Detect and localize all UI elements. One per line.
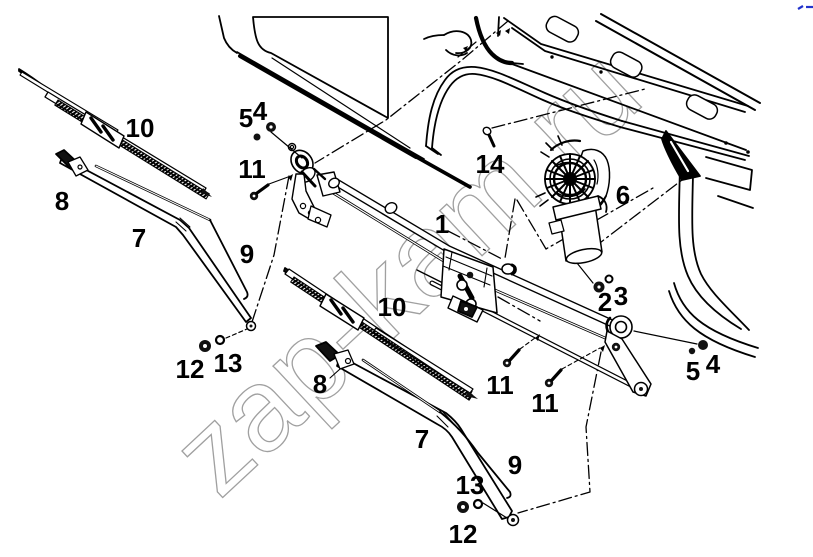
svg-text:14: 14 [476, 149, 505, 179]
svg-text:9: 9 [508, 450, 522, 480]
svg-text:5: 5 [239, 103, 253, 133]
svg-text:4: 4 [706, 349, 721, 379]
svg-text:2: 2 [598, 287, 612, 317]
svg-text:1: 1 [435, 209, 449, 239]
svg-text:13: 13 [456, 470, 485, 500]
svg-text:6: 6 [616, 180, 630, 210]
svg-text:7: 7 [132, 223, 146, 253]
svg-text:13: 13 [214, 348, 243, 378]
svg-text:12: 12 [449, 519, 478, 549]
svg-text:8: 8 [313, 369, 327, 399]
svg-text:7: 7 [415, 424, 429, 454]
svg-text:11: 11 [531, 388, 559, 418]
svg-text:3: 3 [614, 281, 628, 311]
svg-text:9: 9 [240, 239, 254, 269]
svg-text:11: 11 [486, 370, 514, 400]
svg-text:10: 10 [378, 292, 407, 322]
svg-text:5: 5 [686, 356, 700, 386]
svg-text:4: 4 [253, 96, 268, 126]
svg-text:11: 11 [238, 154, 266, 184]
svg-text:12: 12 [176, 354, 205, 384]
svg-text:8: 8 [55, 186, 69, 216]
svg-text:10: 10 [126, 113, 155, 143]
